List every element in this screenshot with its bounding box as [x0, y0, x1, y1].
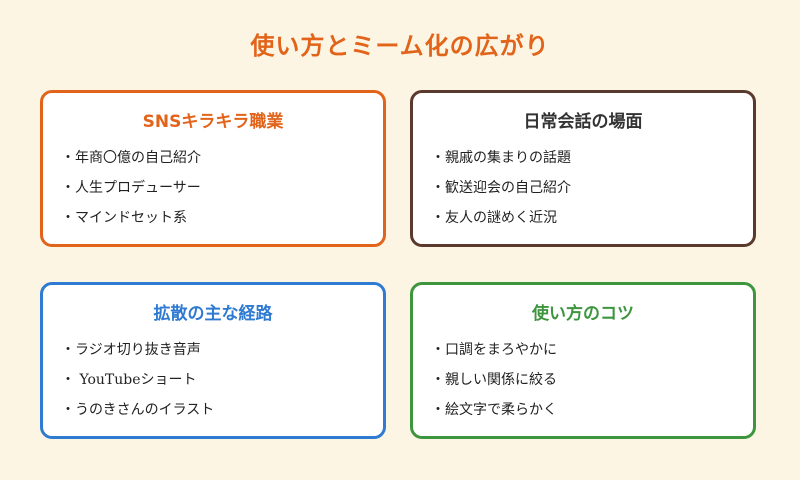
card-daily-conversation: 日常会話の場面 ・親戚の集まりの話題 ・歓送迎会の自己紹介 ・友人の謎めく近況 — [410, 90, 756, 247]
card-sns-careers: SNSキラキラ職業 ・年商〇億の自己紹介 ・人生プロデューサー ・マインドセット… — [40, 90, 386, 247]
list-item: ・ YouTubeショート — [61, 372, 197, 388]
list-item: ・うのきさんのイラスト — [61, 402, 215, 418]
list-item: ・年商〇億の自己紹介 — [61, 150, 201, 166]
list-item: ・友人の謎めく近況 — [431, 210, 557, 226]
card-title: SNSキラキラ職業 — [142, 112, 284, 132]
list-item: ・ラジオ切り抜き音声 — [61, 342, 201, 358]
card-list: ・親戚の集まりの話題 ・歓送迎会の自己紹介 ・友人の謎めく近況 — [431, 147, 571, 237]
card-spread-routes: 拡散の主な経路 ・ラジオ切り抜き音声 ・ YouTubeショート ・うのきさんの… — [40, 282, 386, 439]
card-title: 拡散の主な経路 — [153, 304, 273, 324]
page-title: 使い方とミーム化の広がり — [250, 32, 550, 60]
card-list: ・ラジオ切り抜き音声 ・ YouTubeショート ・うのきさんのイラスト — [61, 339, 214, 429]
list-item: ・人生プロデューサー — [61, 180, 201, 196]
card-usage-tips: 使い方のコツ ・口調をまろやかに ・親しい関係に絞る ・絵文字で柔らかく — [410, 282, 756, 439]
list-item: ・絵文字で柔らかく — [431, 402, 557, 418]
list-item: ・マインドセット系 — [61, 210, 187, 226]
card-title: 日常会話の場面 — [523, 112, 643, 132]
list-item: ・親戚の集まりの話題 — [431, 150, 571, 166]
card-title: 使い方のコツ — [532, 304, 634, 324]
card-list: ・年商〇億の自己紹介 ・人生プロデューサー ・マインドセット系 — [61, 147, 201, 237]
card-list: ・口調をまろやかに ・親しい関係に絞る ・絵文字で柔らかく — [431, 339, 557, 429]
list-item: ・親しい関係に絞る — [431, 372, 557, 388]
list-item: ・口調をまろやかに — [431, 342, 557, 358]
list-item: ・歓送迎会の自己紹介 — [431, 180, 571, 196]
